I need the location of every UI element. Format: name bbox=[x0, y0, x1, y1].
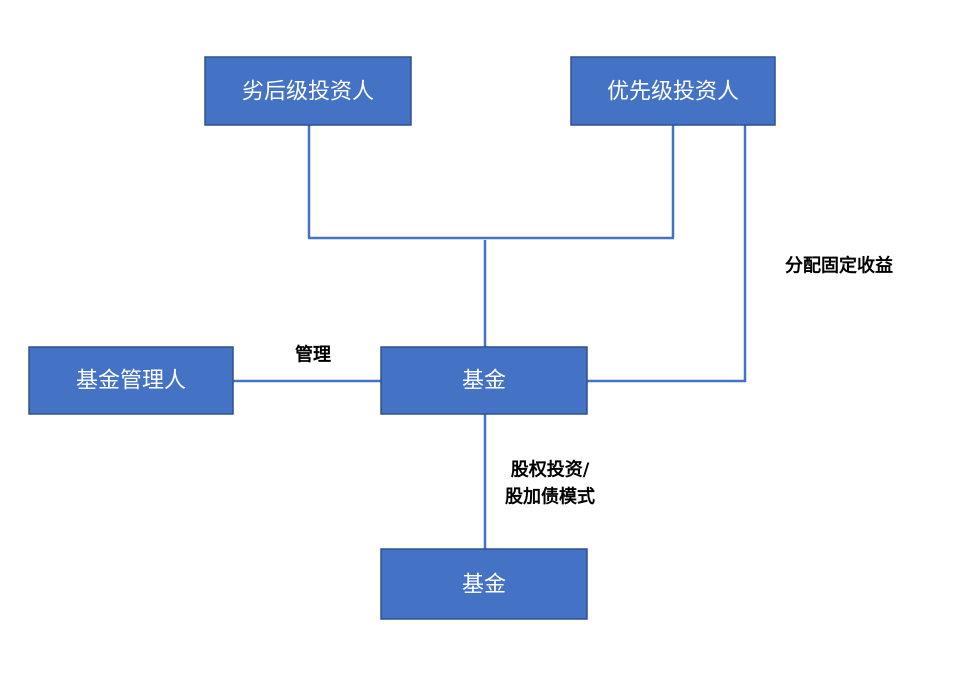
node-label: 劣后级投资人 bbox=[242, 80, 374, 105]
edge-label-management: 管理 bbox=[295, 344, 331, 366]
node-fund-manager: 基金管理人 bbox=[28, 346, 234, 415]
edge-label-investment-line1: 股权投资/ bbox=[510, 459, 590, 481]
node-box bbox=[28, 346, 234, 415]
node-label: 基金 bbox=[462, 573, 506, 598]
connectors bbox=[233, 125, 747, 549]
edge-label-fixed-return: 分配固定收益 bbox=[785, 255, 893, 277]
node-box bbox=[380, 548, 588, 620]
node-box bbox=[570, 56, 776, 126]
node-label: 基金 bbox=[462, 369, 506, 394]
node-label: 基金管理人 bbox=[76, 369, 186, 394]
node-label: 优先级投资人 bbox=[607, 80, 739, 105]
node-fund: 基金 bbox=[380, 346, 588, 415]
node-junior-investor: 劣后级投资人 bbox=[204, 56, 412, 126]
node-senior-investor: 优先级投资人 bbox=[570, 56, 776, 126]
node-box bbox=[380, 346, 588, 415]
node-box bbox=[204, 56, 412, 126]
edge-label-investment-line2: 股加债模式 bbox=[504, 486, 595, 508]
node-target-fund: 基金 bbox=[380, 548, 588, 620]
